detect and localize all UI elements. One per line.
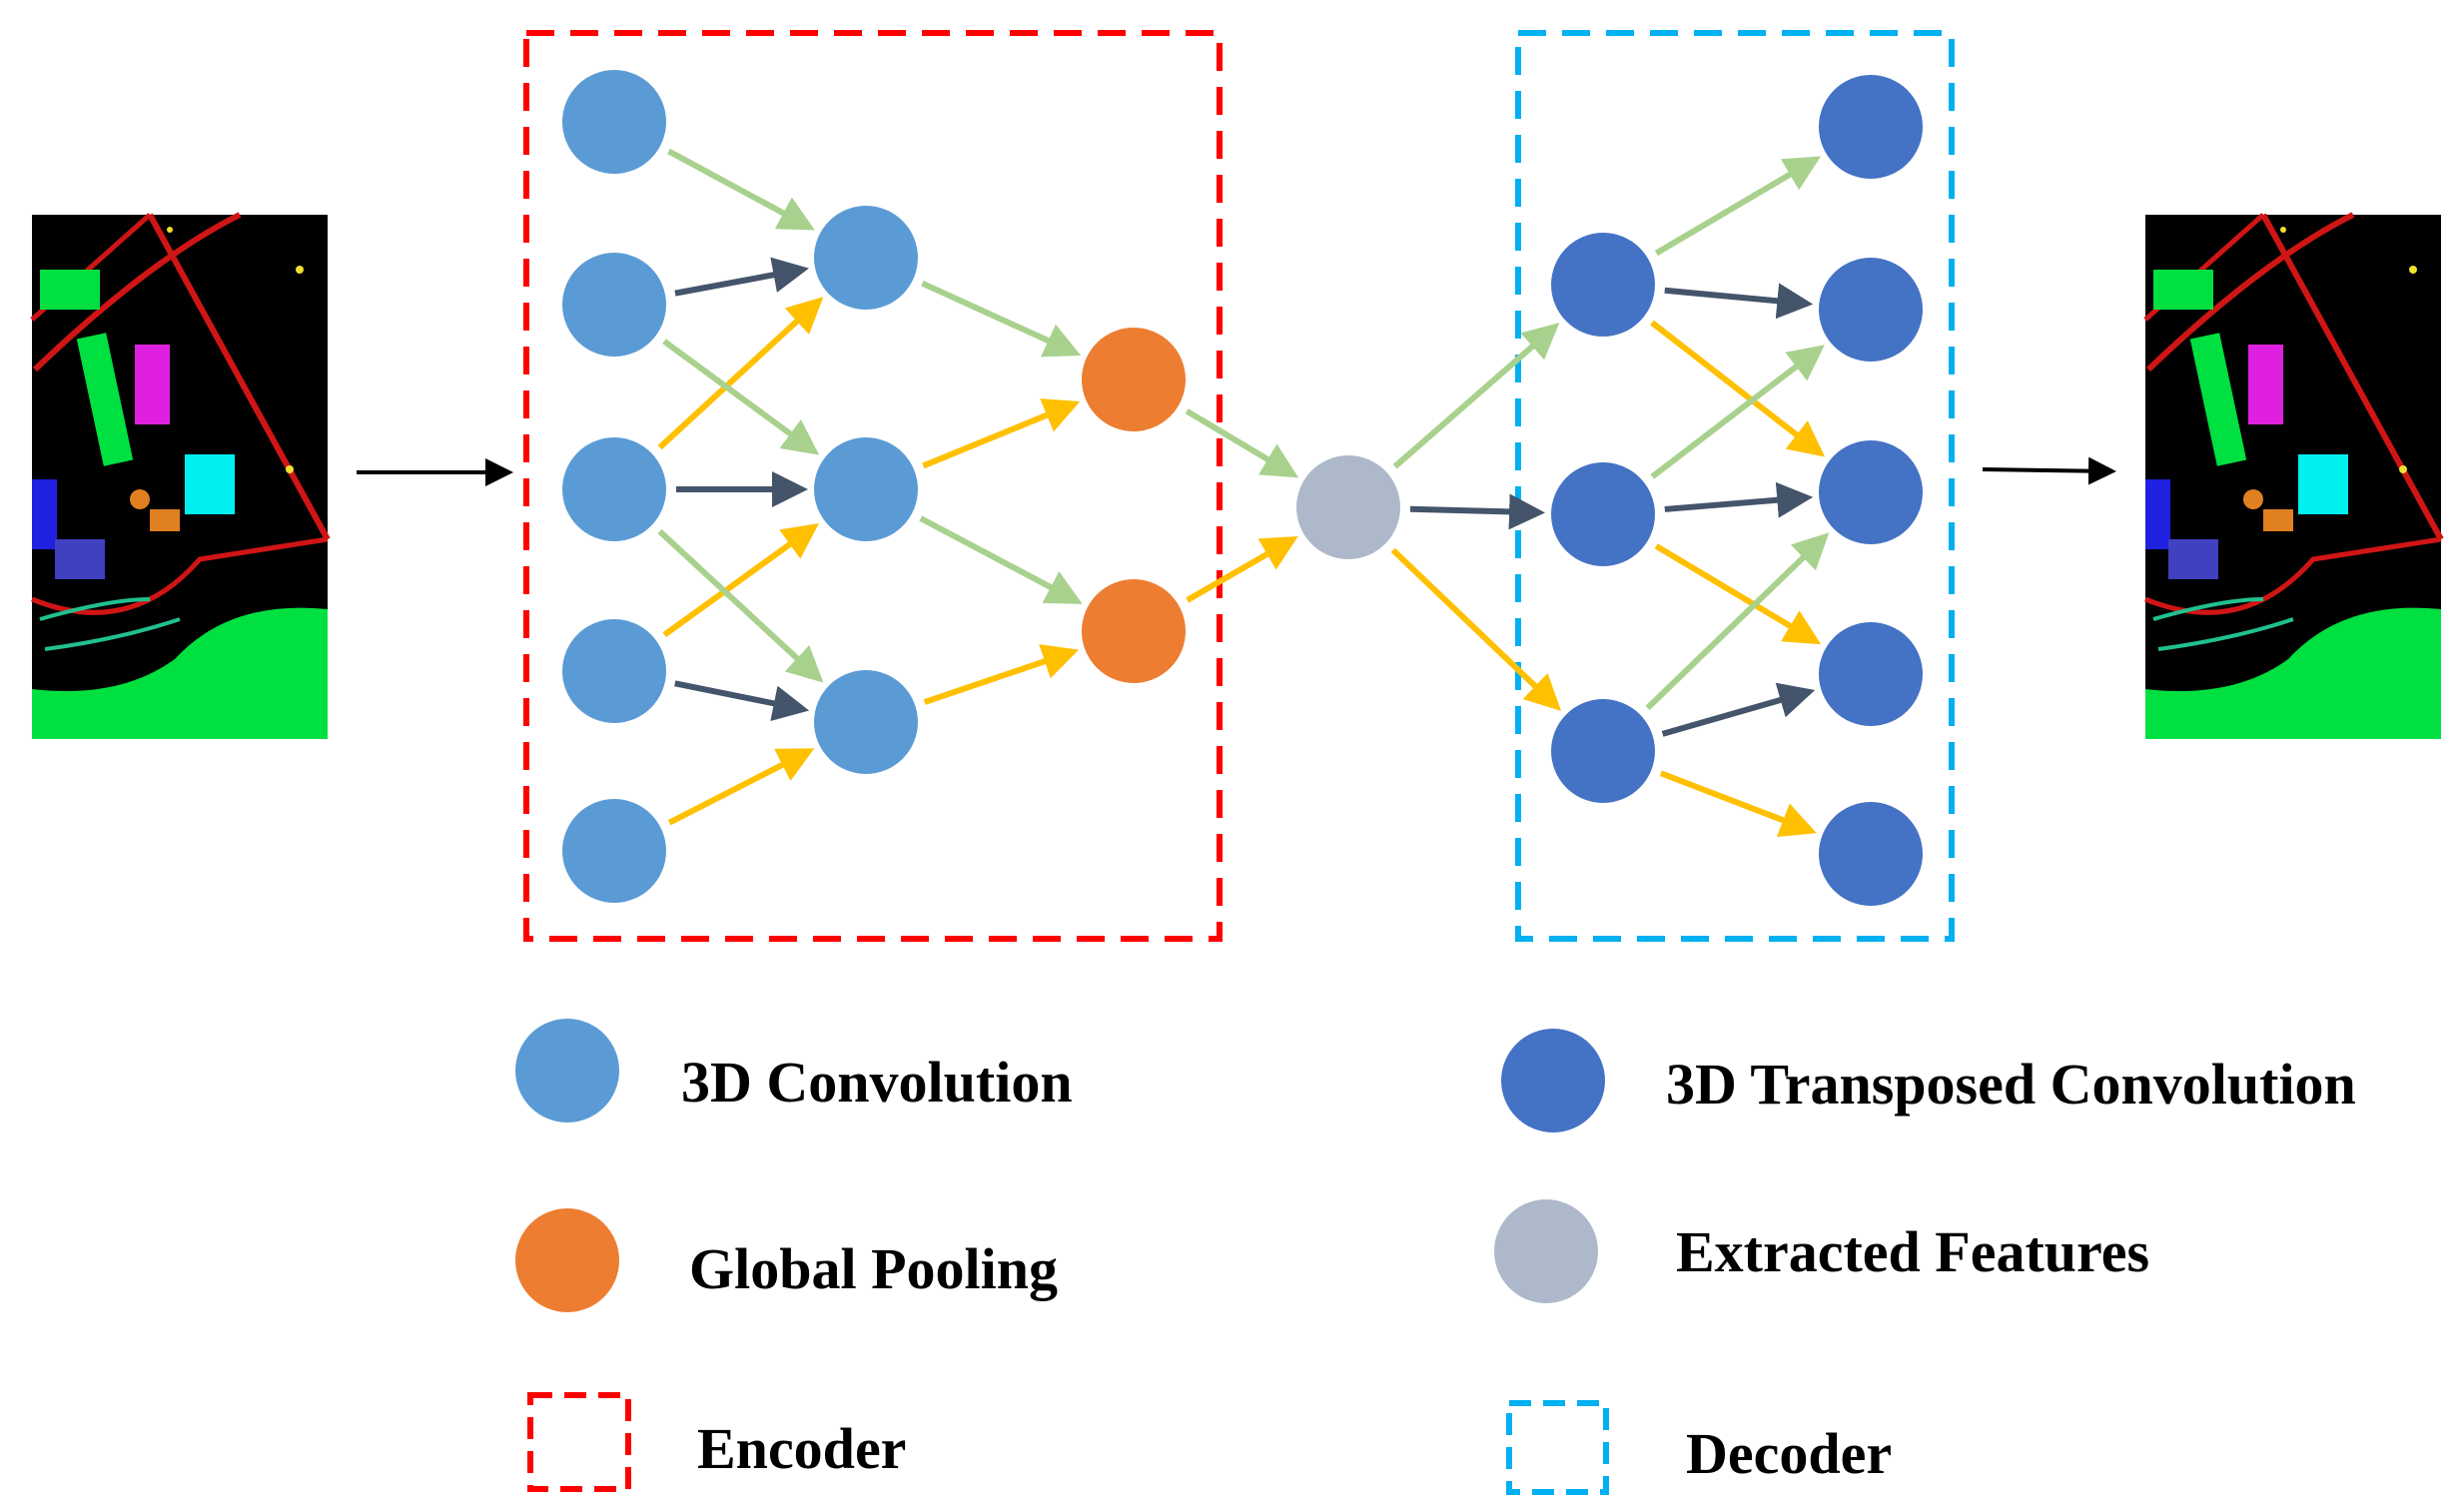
output-classification-map — [2143, 212, 2444, 739]
edge-dark-d3-e4 — [1661, 682, 1816, 737]
legend-pool-swatch — [515, 1208, 619, 1312]
tconv-node-d2 — [1551, 462, 1655, 566]
edge-yellow-b3-c2 — [923, 644, 1080, 705]
conv-node-b3 — [814, 670, 918, 774]
edge-green-d1-e1 — [1654, 156, 1822, 257]
conv-node-a5 — [562, 799, 666, 903]
edge-dark-d1-e2 — [1664, 283, 1814, 320]
edge-yellow-a4-b2 — [662, 522, 819, 638]
edge-green-d2-e2 — [1650, 345, 1825, 479]
edge-yellow-a3-b1 — [657, 297, 824, 450]
network-edges — [657, 148, 1830, 838]
legend-tconv-swatch — [1501, 1029, 1605, 1133]
tconv-node-e3 — [1819, 440, 1923, 544]
edge-dark-a4-b3 — [674, 680, 810, 721]
pool-node-c1 — [1082, 328, 1186, 431]
tconv-node-d1 — [1551, 233, 1655, 337]
edge-yellow-b2-c1 — [922, 398, 1081, 469]
edge-yellow-d3-e5 — [1659, 770, 1817, 838]
legend-conv-label: 3D Convolution — [681, 1050, 1073, 1115]
tconv-node-e4 — [1819, 622, 1923, 726]
feat-node-f — [1296, 455, 1400, 559]
legend-feat-swatch — [1494, 1199, 1598, 1303]
edge-yellow-c2-f — [1186, 535, 1298, 603]
edge-green-a1-b1 — [667, 148, 815, 231]
legend-encoder-swatch — [527, 1392, 631, 1492]
conv-node-b2 — [814, 437, 918, 541]
edge-green-b2-c2 — [919, 515, 1083, 604]
edge-yellow-f-d3 — [1390, 547, 1562, 711]
conv-node-a2 — [562, 253, 666, 357]
legend-decoder-swatch — [1506, 1400, 1609, 1495]
edge-green-b1-c1 — [921, 280, 1082, 358]
legend-decoder-label: Decoder — [1686, 1421, 1892, 1486]
edge-dark-f-d2 — [1409, 493, 1546, 530]
decoder-box — [1515, 30, 1955, 942]
edge-green-f-d1 — [1392, 323, 1560, 469]
conv-node-a4 — [562, 619, 666, 723]
tconv-node-e1 — [1819, 75, 1923, 179]
tconv-node-e5 — [1819, 802, 1923, 906]
edge-yellow-d2-e4 — [1654, 543, 1822, 645]
conv-node-b1 — [814, 206, 918, 310]
pool-node-c2 — [1082, 579, 1186, 683]
edge-dark-a2-b1 — [674, 257, 809, 297]
edge-green-a2-b2 — [662, 339, 820, 455]
network-nodes — [562, 70, 1923, 906]
edge-green-c1-f — [1185, 408, 1299, 478]
tconv-node-e2 — [1819, 258, 1923, 362]
conv-node-a1 — [562, 70, 666, 174]
output-arrow — [1982, 456, 2116, 485]
legend-tconv-label: 3D Transposed Convolution — [1666, 1052, 2356, 1117]
tconv-node-d3 — [1551, 699, 1655, 803]
encoder-box — [523, 30, 1223, 942]
edge-yellow-a5-b3 — [667, 748, 815, 826]
conv-node-a3 — [562, 437, 666, 541]
edge-green-a3-b3 — [657, 528, 824, 683]
edge-dark-d2-e3 — [1664, 481, 1814, 518]
legend-encoder-label: Encoder — [697, 1416, 906, 1481]
edge-green-d3-e3 — [1645, 532, 1830, 711]
input-classification-map — [30, 212, 331, 739]
legend: 3D Convolution 3D Transposed Convolution… — [515, 1019, 2356, 1495]
legend-pool-label: Global Pooling — [689, 1236, 1058, 1301]
edge-yellow-d1-e3 — [1650, 320, 1826, 457]
legend-feat-label: Extracted Features — [1676, 1219, 2149, 1284]
legend-conv-swatch — [515, 1019, 619, 1123]
